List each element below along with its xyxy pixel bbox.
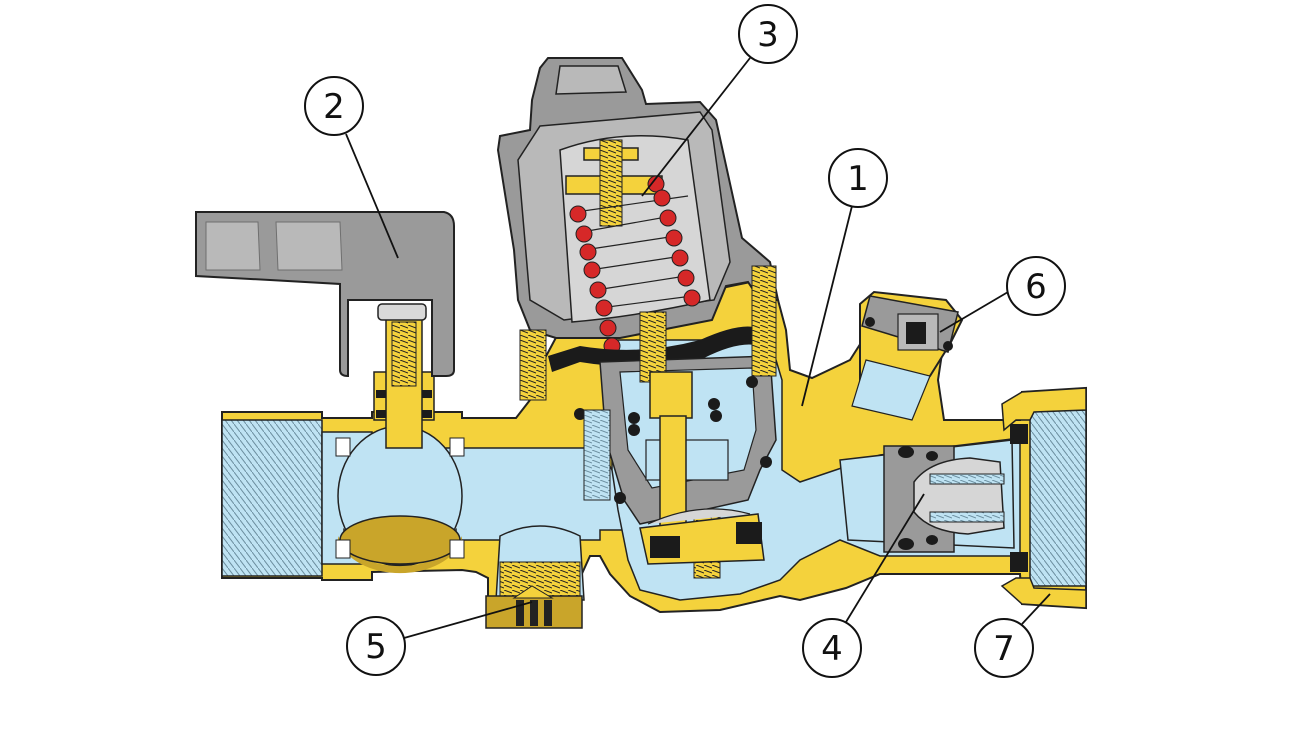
regulator-stem — [639, 311, 765, 579]
callout-3: 3 — [738, 4, 798, 64]
callout-5: 5 — [346, 616, 406, 676]
callout-1: 1 — [828, 148, 888, 208]
gauge-port-cap — [851, 290, 964, 421]
ball-valve-stem — [373, 303, 435, 449]
callout-6: 6 — [1006, 256, 1066, 316]
callout-4-label: 4 — [821, 629, 843, 669]
ball-valve — [335, 425, 465, 574]
ball-valve-handle[interactable] — [195, 211, 455, 378]
drain-plug — [485, 525, 585, 629]
callout-2: 2 — [304, 76, 364, 136]
callout-2-label: 2 — [323, 87, 345, 127]
callout-7: 7 — [974, 618, 1034, 678]
callout-leaders — [345, 57, 1051, 639]
callout-6-label: 6 — [1025, 267, 1047, 307]
callout-3-label: 3 — [757, 15, 779, 55]
callout-4: 4 — [802, 618, 862, 678]
callout-5-label: 5 — [365, 627, 387, 667]
union-nut-outlet — [1000, 387, 1087, 609]
callout-7-label: 7 — [993, 629, 1015, 669]
check-valve-cartridge — [839, 439, 1015, 553]
cap-threads — [519, 265, 777, 501]
callout-1-label: 1 — [847, 159, 869, 199]
